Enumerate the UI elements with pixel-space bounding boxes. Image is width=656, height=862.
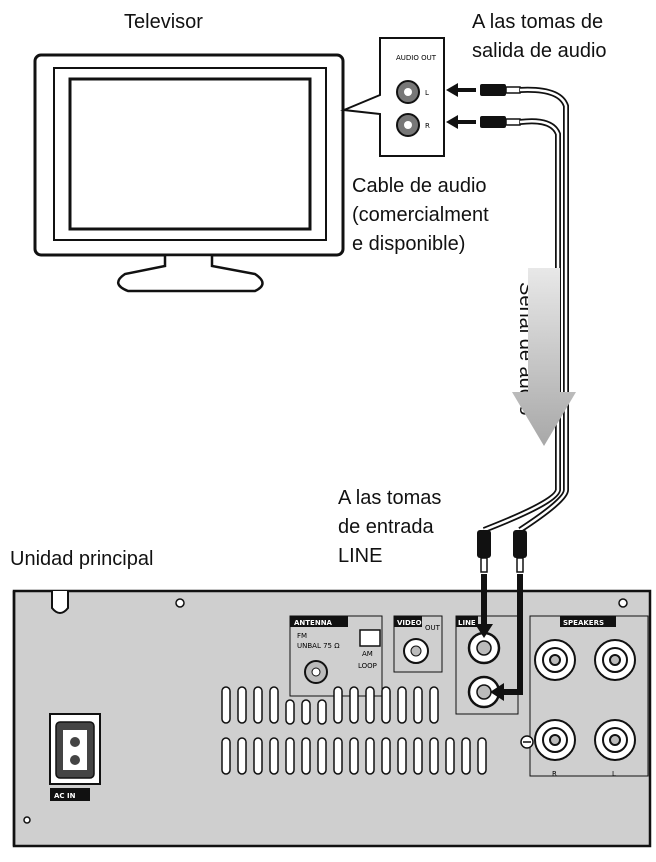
tv-audio-out-panel: AUDIO OUT L R bbox=[340, 37, 445, 157]
line-jack-label: LINE bbox=[458, 619, 476, 627]
am-label: AM bbox=[362, 650, 373, 658]
vent-slots bbox=[221, 686, 487, 775]
unit-rca-plugs bbox=[477, 530, 527, 573]
audio-signal-arrow bbox=[512, 268, 576, 446]
audio-out-label: AUDIO OUT bbox=[396, 54, 437, 62]
fm-unbal-label: UNBAL 75 Ω bbox=[297, 642, 340, 650]
fm-label: FM bbox=[297, 632, 307, 640]
video-label: VIDEO bbox=[397, 619, 422, 627]
tv-output-label: A las tomas de salida de audio bbox=[472, 11, 607, 62]
tv-label: Televisor bbox=[124, 11, 203, 33]
loop-label: LOOP bbox=[358, 662, 377, 670]
video-out-label: OUT bbox=[425, 624, 441, 632]
audio-cable bbox=[482, 86, 569, 533]
tv-input-arrows bbox=[446, 83, 476, 129]
line-input-label: A las tomas de entrada LINE bbox=[338, 487, 442, 567]
main-unit: AC IN ANTENNA FM UNBAL 75 Ω AM LOOP VIDE… bbox=[12, 589, 652, 848]
svg-text:L: L bbox=[425, 89, 429, 97]
speakers-label: SPEAKERS bbox=[563, 619, 604, 627]
antenna-label: ANTENNA bbox=[294, 619, 333, 627]
cable-label: Cable de audio (comercialment e disponib… bbox=[352, 175, 489, 255]
television bbox=[33, 53, 345, 293]
speaker-l-label: L bbox=[612, 770, 616, 778]
ac-in-label: AC IN bbox=[54, 792, 76, 800]
tv-rca-plugs bbox=[480, 84, 521, 128]
svg-text:R: R bbox=[425, 122, 430, 130]
line-input-arrows bbox=[475, 574, 523, 701]
main-unit-label: Unidad principal bbox=[10, 548, 154, 570]
speaker-r-label: R bbox=[552, 770, 557, 778]
